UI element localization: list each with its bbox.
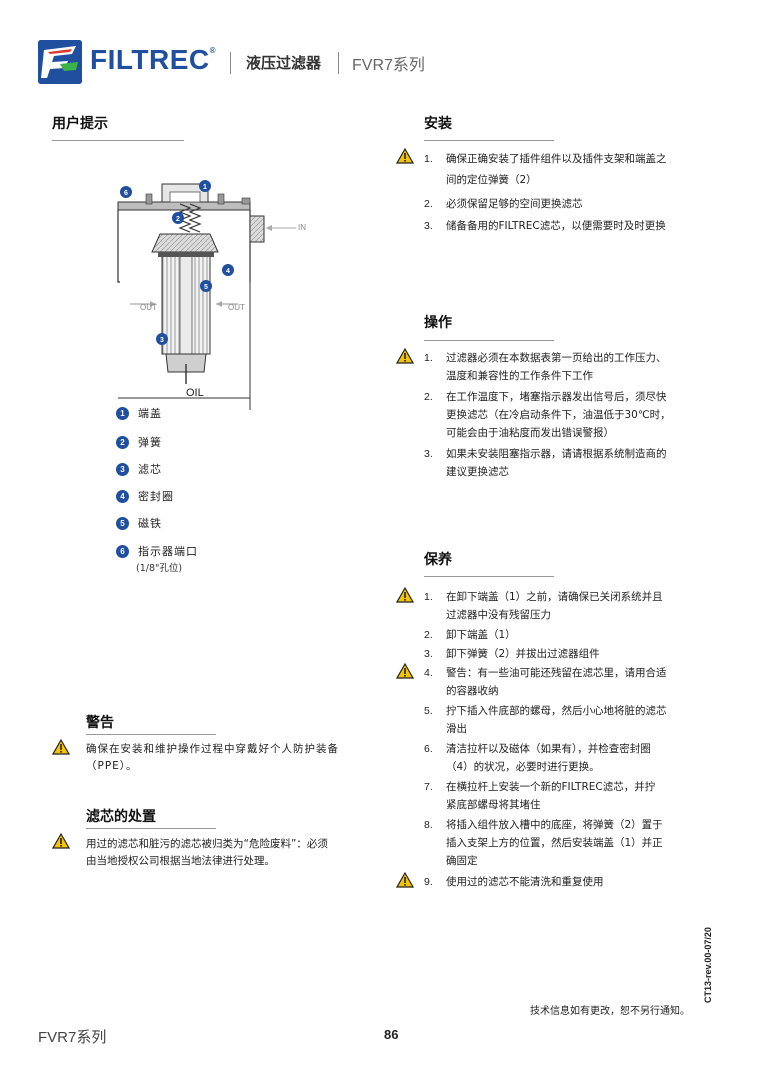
warning-icon — [396, 587, 414, 603]
legend-label: 密封圈 — [138, 490, 174, 503]
callout-3: 3 — [160, 337, 164, 344]
callout-5: 5 — [204, 284, 208, 291]
operation-heading: 操作 — [424, 315, 452, 331]
disposal-text-line2: 由当地授权公司根据当地法律进行处理。 — [86, 855, 275, 867]
outlet-label-right: OUT — [228, 303, 245, 312]
disposal-text-line1: 用过的滤芯和脏污的滤芯被归类为“危险废料”：必须 — [86, 838, 328, 850]
legend-badge: 6 — [116, 545, 129, 558]
warning-heading: 警告 — [86, 715, 114, 731]
section-rule — [424, 340, 554, 341]
maintenance-heading: 保养 — [424, 552, 452, 568]
header-divider — [338, 52, 339, 74]
filter-cutaway-diagram: IN OUT OUT OIL 6 1 2 4 5 3 — [117, 180, 306, 410]
footer-series: FVR7系列 — [38, 1029, 107, 1046]
oil-label: OIL — [186, 387, 204, 399]
legend-label: 端盖 — [138, 407, 162, 420]
legend-label: 滤芯 — [138, 463, 162, 476]
legend-badge: 2 — [116, 436, 129, 449]
section-rule — [52, 140, 184, 141]
user-tips-heading: 用户提示 — [52, 116, 108, 132]
outlet-label-left: OUT — [140, 303, 157, 312]
callout-2: 2 — [176, 216, 180, 223]
disposal-heading: 滤芯的处置 — [86, 809, 156, 825]
product-series: FVR7系列 — [352, 57, 425, 74]
footer-notice: 技术信息如有更改，恕不另行通知。 — [530, 1006, 690, 1017]
section-rule — [86, 734, 216, 735]
warning-icon — [396, 872, 414, 888]
callout-1: 1 — [203, 184, 207, 191]
page-number: 86 — [384, 1027, 399, 1042]
warning-text: 确保在安装和维护操作过程中穿戴好个人防护装备（PPE）。 — [86, 743, 339, 772]
callout-4: 4 — [226, 268, 230, 275]
warning-icon — [52, 833, 70, 849]
warning-icon — [396, 348, 414, 364]
legend-badge: 3 — [116, 463, 129, 476]
warning-icon — [396, 663, 414, 679]
product-title: 液压过滤器 — [246, 54, 322, 72]
revision-code: CT13-rev.00-07/20 — [703, 927, 713, 1003]
legend-label: 磁铁 — [138, 517, 162, 530]
inlet-label: IN — [298, 223, 306, 232]
legend-badge: 4 — [116, 490, 129, 503]
legend-badge: 5 — [116, 517, 129, 530]
warning-icon — [52, 739, 70, 755]
legend-label: 弹簧 — [138, 436, 162, 449]
legend-note: (1/8"孔位) — [136, 563, 183, 574]
brand-logo-icon — [38, 40, 82, 84]
warning-icon — [396, 148, 414, 164]
legend-label: 指示器端口 — [138, 545, 198, 558]
section-rule — [424, 140, 554, 141]
install-heading: 安装 — [424, 116, 452, 132]
callout-6: 6 — [124, 190, 128, 197]
header-divider — [230, 52, 231, 74]
legend-badge: 1 — [116, 407, 129, 420]
section-rule — [86, 828, 216, 829]
section-rule — [424, 576, 554, 577]
brand-name: FILTREC® — [90, 44, 217, 75]
